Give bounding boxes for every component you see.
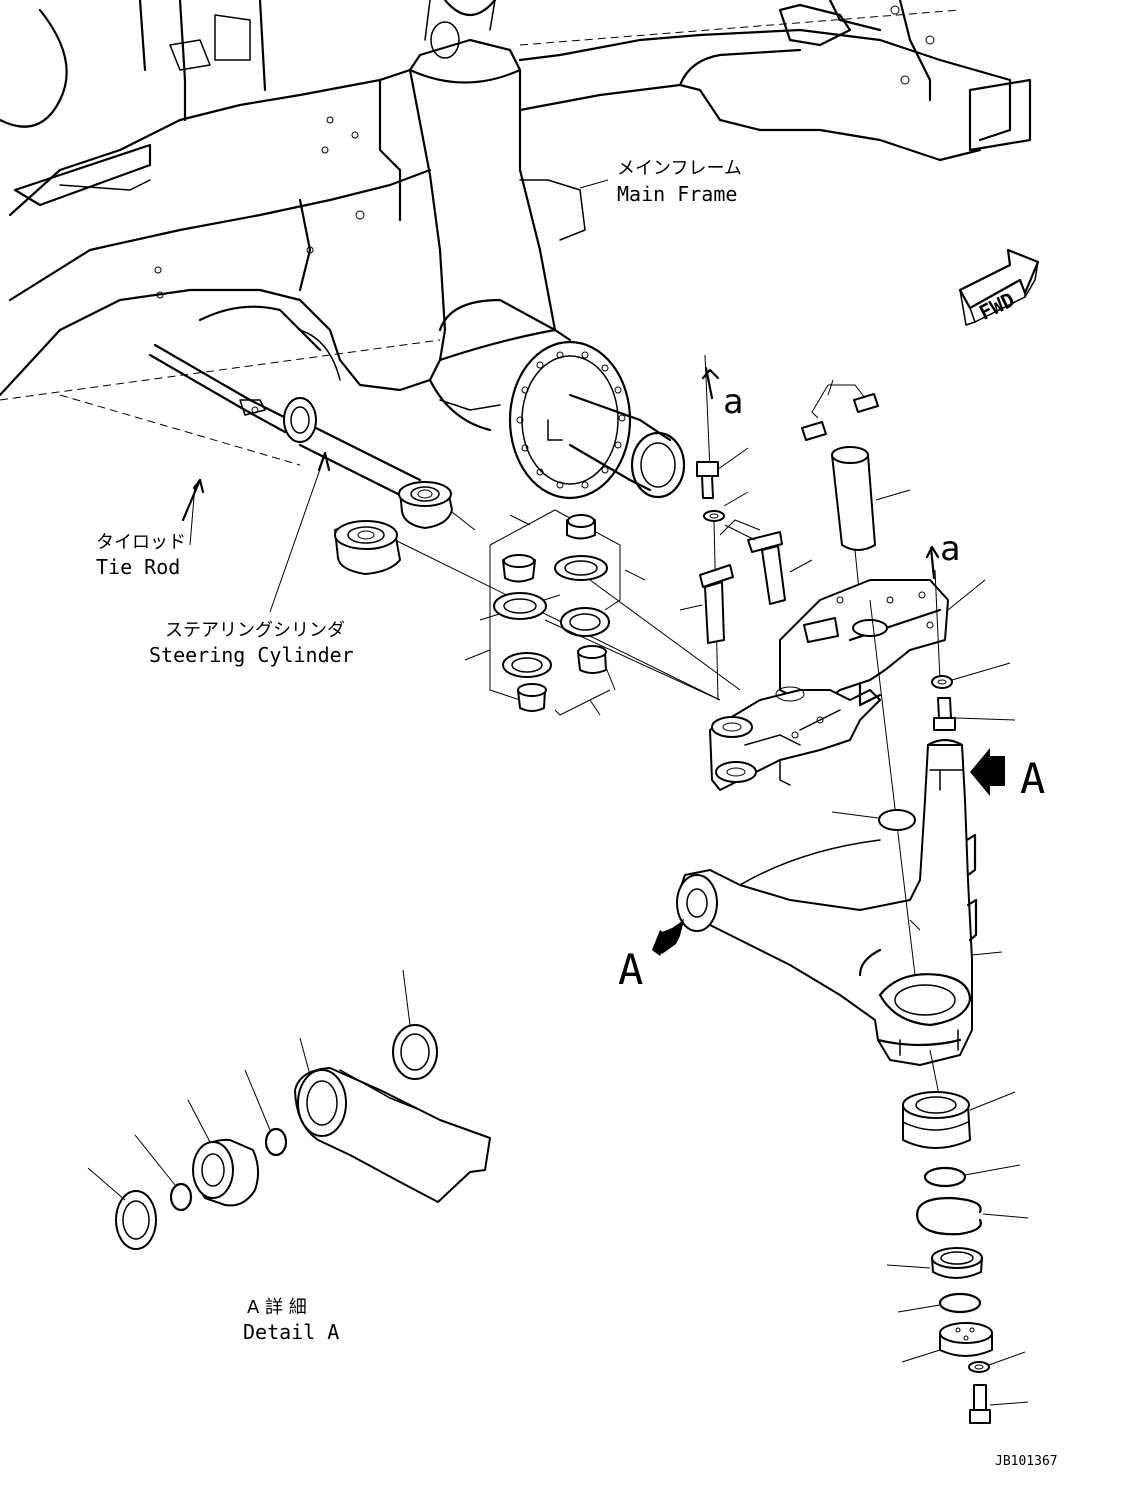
detail-a-label-en: Detail A bbox=[243, 1320, 339, 1344]
reference-a-lower: a bbox=[940, 529, 960, 569]
main-frame-drawing bbox=[0, 0, 1032, 466]
steering-cylinder bbox=[148, 343, 422, 502]
view-a-right-arrow-icon bbox=[970, 748, 1005, 796]
main-frame-label-en: Main Frame bbox=[617, 182, 737, 206]
steering-arm-knuckle bbox=[676, 599, 1003, 1066]
seal-bushing-group bbox=[464, 509, 741, 716]
drawing-number: JB101367 bbox=[995, 1454, 1058, 1469]
tie-rod-bushings bbox=[334, 481, 721, 701]
steering-cylinder-label-en: Steering Cylinder bbox=[149, 643, 354, 667]
fwd-direction-arrow bbox=[958, 248, 1040, 326]
steering-cylinder-label-jp: ステアリングシリンダ bbox=[165, 620, 345, 641]
view-a-arrows bbox=[652, 748, 1005, 956]
view-a-label-right: A bbox=[1020, 754, 1045, 803]
right-side-fasteners bbox=[925, 545, 1016, 731]
steering-link-bracket bbox=[709, 579, 949, 791]
lower-bearing-stack bbox=[886, 1049, 1029, 1424]
tie-rod-label-jp: タイロッド bbox=[96, 532, 186, 553]
main-frame-label-jp: メインフレーム bbox=[617, 158, 742, 179]
tie-rod-label-en: Tie Rod bbox=[96, 555, 180, 579]
label-leader-lines bbox=[181, 179, 609, 613]
center-pivot-housing bbox=[408, 0, 686, 500]
upper-pins-and-bolts bbox=[679, 354, 911, 701]
view-a-label-left: A bbox=[618, 945, 643, 994]
text-labels: メインフレーム Main Frame タイロッド Tie Rod ステアリングシ… bbox=[96, 158, 1058, 1469]
detail-a-exploded bbox=[87, 969, 491, 1250]
detail-a-label-jp: A 詳 細 bbox=[247, 1297, 307, 1318]
reference-a-upper: a bbox=[723, 382, 743, 422]
